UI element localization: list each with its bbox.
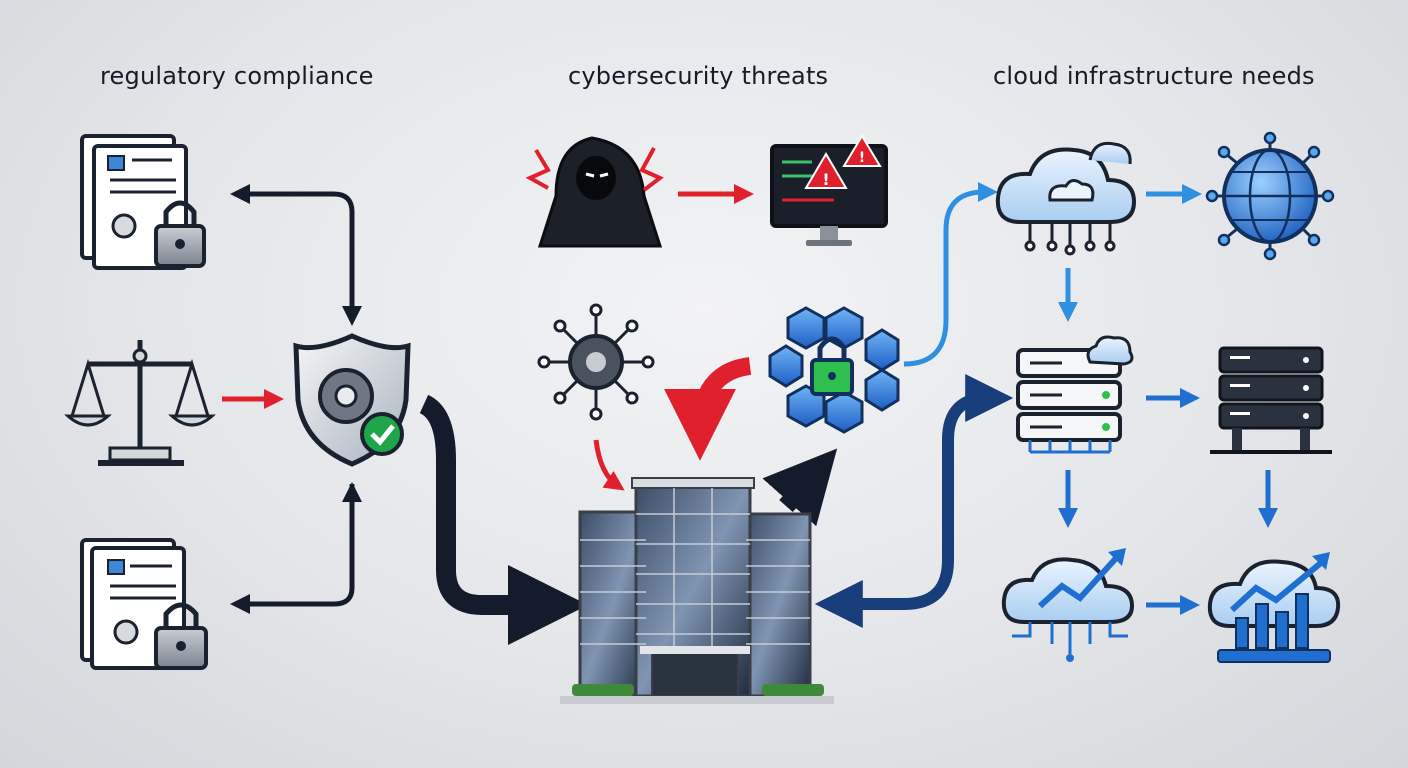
arrow-shield-to-document-top xyxy=(230,184,355,312)
connectors xyxy=(222,182,1278,645)
compliance-shield-gear-check-icon xyxy=(293,333,411,467)
arrow-shield-to-document-bottom xyxy=(230,484,355,614)
arrow-building-server-link xyxy=(836,374,1014,610)
cloud-growth-icon xyxy=(1001,548,1135,662)
virus-network-icon xyxy=(537,303,655,421)
archived-documents-lock-icon xyxy=(80,538,208,670)
server-stack-icon xyxy=(1210,346,1332,454)
heading-cybersecurity-threats: cybersecurity threats xyxy=(568,62,829,90)
hooded-hacker-icon xyxy=(525,136,664,248)
server-rack-cloud-icon xyxy=(1016,335,1134,454)
analytics-growth-icon xyxy=(1207,552,1341,663)
svg-text:!: ! xyxy=(822,170,829,189)
hexagon-shield-lock-icon xyxy=(768,306,900,434)
arrow-shield-hex-to-building xyxy=(664,357,752,461)
scales-of-justice-icon xyxy=(64,340,216,466)
globe-network-icon xyxy=(1205,131,1335,261)
compliance-document-lock-icon xyxy=(80,134,206,270)
arrow-virus-to-building xyxy=(593,439,625,491)
office-building-icon xyxy=(560,477,834,704)
arrow-hex-to-cloud xyxy=(903,182,998,367)
heading-regulatory-compliance: regulatory compliance xyxy=(100,62,374,90)
heading-cloud-infrastructure-needs: cloud infrastructure needs xyxy=(993,62,1315,90)
monitor-alert-icon: ! ! xyxy=(770,134,888,246)
svg-text:!: ! xyxy=(859,150,865,166)
arrow-shield-to-building xyxy=(419,394,588,645)
cloud-network-icon xyxy=(995,141,1137,256)
arrow-building-to-hex xyxy=(762,448,838,527)
